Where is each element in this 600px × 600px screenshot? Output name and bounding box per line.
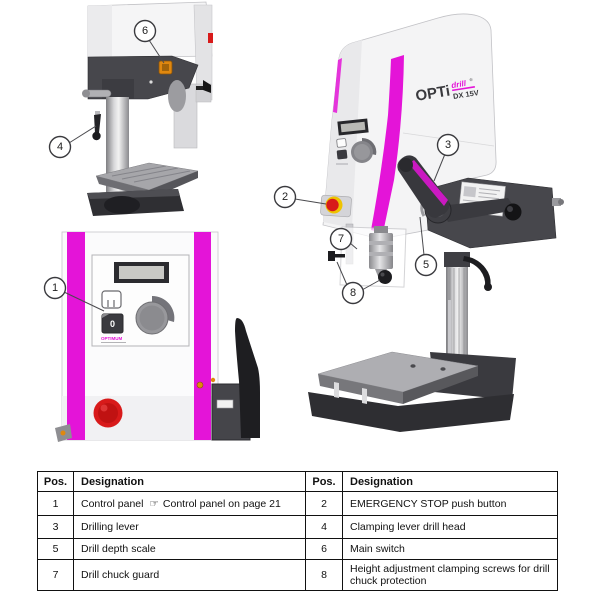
figure-illustrations: 0 OPTIMUM OPT	[43, 1, 564, 442]
clamping-knob	[378, 270, 392, 284]
callout-4: 4	[48, 135, 72, 159]
callout-8: 8	[341, 281, 365, 305]
control-panel-small	[337, 118, 369, 136]
logo-model: DX 15V	[452, 88, 479, 101]
pos-cell: 4	[305, 515, 343, 539]
svg-text:5: 5	[423, 259, 429, 271]
guard-knob	[203, 80, 211, 93]
svg-text:7: 7	[338, 233, 344, 245]
designation-cell: Height adjustment clamping screws for dr…	[342, 559, 558, 591]
designation-text: Control panel	[81, 497, 144, 510]
illustration-head-rear-view	[68, 1, 213, 216]
legend-row-4: 7 Drill chuck guard 8 Height adjustment …	[37, 559, 558, 591]
illustration-control-panel-view: 0 OPTIMUM	[55, 231, 260, 442]
drill-chuck	[369, 233, 393, 269]
magenta-front-stripe	[371, 55, 404, 233]
callout-3: 3	[436, 133, 460, 157]
pos-cell: 1	[37, 491, 74, 516]
designation-cell: Drilling lever	[73, 515, 306, 539]
logo-drill: drill	[451, 79, 468, 90]
machine-base	[308, 392, 514, 432]
logo-registered: ®	[469, 77, 473, 82]
svg-text:4: 4	[57, 141, 63, 153]
drilling-lever	[397, 155, 450, 218]
header-pos-left: Pos.	[37, 471, 74, 492]
table-clamp-collar	[444, 252, 470, 267]
svg-text:3: 3	[445, 139, 451, 151]
pos-cell: 8	[305, 559, 343, 591]
pos-cell: 6	[305, 538, 343, 560]
callout-1: 1	[43, 276, 67, 300]
legend-table: Pos. Designation Pos. Designation 1 Cont…	[37, 471, 558, 591]
column	[446, 262, 468, 358]
clamping-screw	[328, 251, 335, 261]
header-designation-right: Designation	[342, 471, 558, 492]
head-shading	[88, 5, 112, 58]
callout-5: 5	[414, 253, 438, 277]
cross-reference-icon: ☞	[149, 497, 159, 510]
svg-text:8: 8	[350, 287, 356, 299]
designation-cell: Main switch	[342, 538, 558, 560]
cross-reference-text: Control panel on page 21	[162, 497, 281, 510]
stop-button-label: 0	[110, 319, 115, 329]
header-pos-right: Pos.	[305, 471, 343, 492]
illustration-machine-overview: OPTi drill ® DX 15V	[294, 13, 564, 432]
stop-button	[101, 313, 124, 334]
magenta-stripe-right	[194, 232, 211, 440]
rear-red-detail	[208, 33, 213, 43]
header-designation-left: Designation	[73, 471, 306, 492]
clamping-lever-drill-head	[94, 114, 101, 133]
panel-brand-logo: OPTIMUM	[101, 336, 122, 341]
designation-cell: EMERGENCY STOP push button	[342, 491, 558, 516]
start-button	[101, 290, 122, 309]
pos-cell: 5	[37, 538, 74, 560]
brand-logo: OPTi drill ® DX 15V	[414, 77, 479, 105]
legend-header-row: Pos. Designation Pos. Designation	[37, 471, 558, 492]
svg-text:6: 6	[142, 25, 148, 37]
legend-row-2: 3 Drilling lever 4 Clamping lever drill …	[37, 515, 558, 539]
callout-7: 7	[329, 227, 353, 251]
legend-row-3: 5 Drill depth scale 6 Main switch	[37, 538, 558, 560]
svg-text:2: 2	[282, 191, 288, 203]
logo-opti: OPTi	[414, 83, 451, 105]
pos-cell: 3	[37, 515, 74, 539]
drilling-lever-handle	[235, 318, 260, 438]
designation-cell: Clamping lever drill head	[342, 515, 558, 539]
magenta-stripe-left	[67, 232, 85, 440]
magenta-edge-stripe	[333, 58, 342, 113]
designation-cell: Drill depth scale	[73, 538, 306, 560]
legend-row-1: 1 Control panel ☞Control panel on page 21…	[37, 491, 558, 516]
callout-2: 2	[273, 185, 297, 209]
callout-6: 6	[133, 19, 157, 43]
svg-text:1: 1	[52, 282, 58, 294]
pos-cell: 2	[305, 491, 343, 516]
designation-cell: Control panel ☞Control panel on page 21	[73, 491, 306, 516]
stop-button-small	[336, 149, 348, 160]
drilling-lever-rear-arm	[440, 198, 516, 222]
designation-cell: Drill chuck guard	[73, 559, 306, 591]
pos-cell: 7	[37, 559, 74, 591]
start-button-small	[336, 138, 347, 148]
